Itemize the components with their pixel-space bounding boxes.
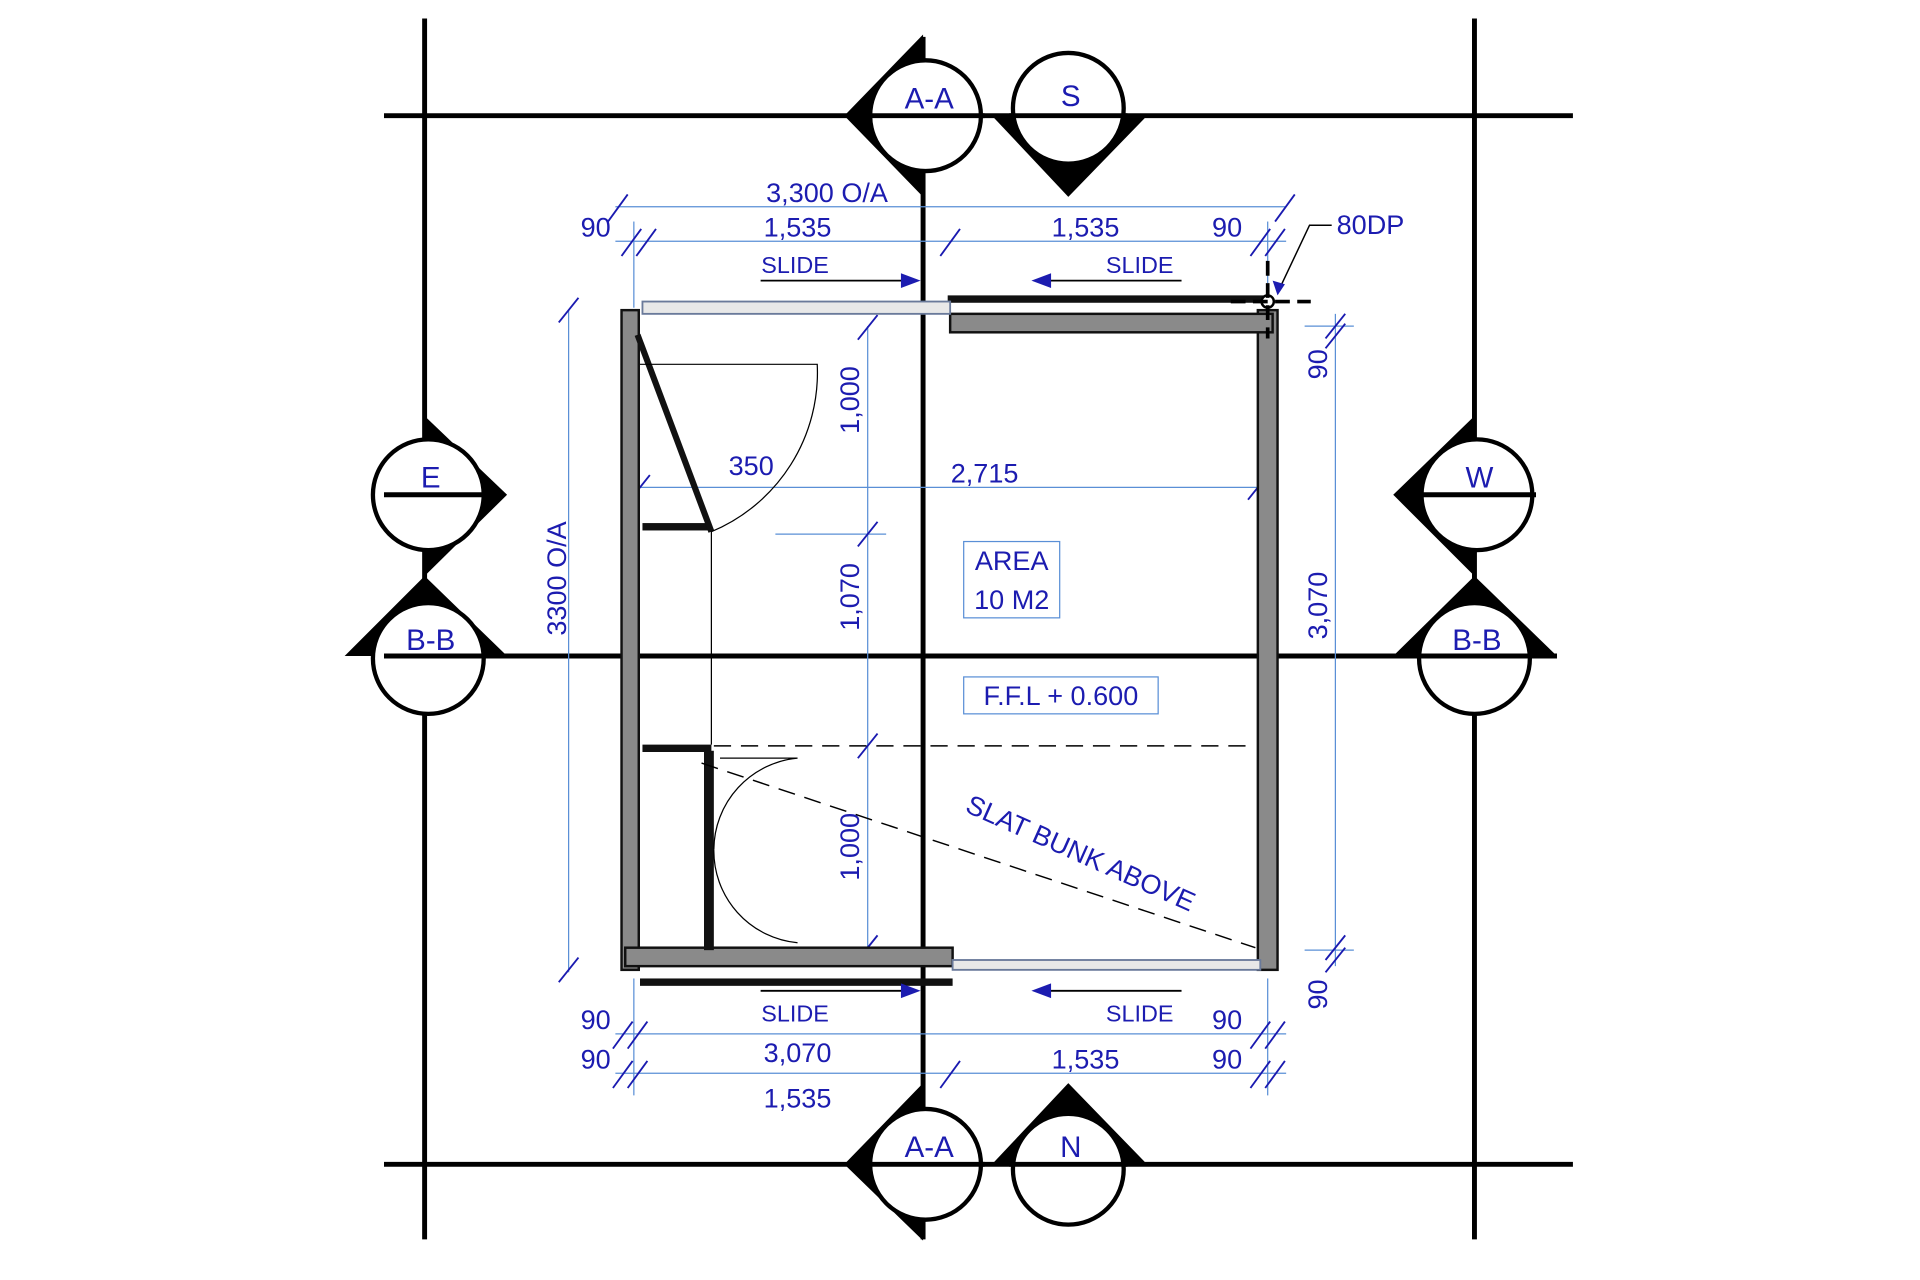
slide-arrows — [760, 273, 1182, 999]
marker-label: A-A — [905, 1131, 955, 1164]
dim-label: 350 — [729, 450, 774, 481]
slide-label: SLIDE — [1106, 252, 1174, 278]
dim-label: 90 — [1212, 1043, 1242, 1074]
dim-label: 1,535 — [764, 1083, 832, 1114]
elevation-marker-e: E — [370, 416, 508, 576]
marker-label: S — [1061, 80, 1081, 113]
dim-label: 1,535 — [764, 211, 832, 242]
marker-label: B-B — [406, 624, 455, 657]
dim-label: 2,715 — [951, 457, 1019, 488]
dim-top-overall: 3,300 O/A — [766, 177, 888, 208]
dim-label: 1,535 — [1052, 1043, 1120, 1074]
dim-label: 1,535 — [1052, 211, 1120, 242]
bunk-label: SLAT BUNK ABOVE — [962, 788, 1200, 917]
marker-label: N — [1060, 1131, 1081, 1164]
dim-label: 3,070 — [1302, 572, 1333, 640]
dim-label: 90 — [1302, 349, 1333, 379]
section-marker-right-b-b: B-B — [1393, 576, 1557, 716]
dim-label: 1,000 — [834, 813, 865, 881]
marker-label: W — [1465, 461, 1493, 494]
walls — [620, 224, 1332, 986]
dim-label: 90 — [1212, 1004, 1242, 1035]
marker-label: B-B — [1452, 624, 1501, 657]
annotations: SLIDE SLIDE SLIDE SLIDE AREA 10 M2 F.F.L… — [761, 252, 1200, 1026]
section-marker-top-a-a: A-A — [844, 34, 985, 197]
slide-label: SLIDE — [761, 252, 829, 278]
section-marker-bottom-a-a: A-A — [844, 1083, 985, 1241]
dimension-lines — [558, 193, 1354, 1096]
dim-label: 90 — [581, 1004, 611, 1035]
area-value: 10 M2 — [974, 584, 1049, 615]
section-marker-left-b-b: B-B — [344, 576, 508, 716]
ffl-label: F.F.L + 0.600 — [984, 680, 1139, 711]
dim-label: 1,000 — [834, 366, 865, 434]
dim-label: 90 — [1212, 211, 1242, 242]
dim-label: 90 — [581, 211, 611, 242]
downpipe-label: 80DP — [1337, 209, 1405, 240]
area-label: AREA — [975, 545, 1049, 576]
dim-left-overall: 3300 O/A — [541, 521, 572, 635]
dim-label: 90 — [1302, 979, 1333, 1009]
dim-label: 1,070 — [834, 563, 865, 631]
marker-label: A-A — [905, 82, 955, 115]
elevation-marker-w: W — [1393, 416, 1536, 576]
dim-label: 90 — [581, 1043, 611, 1074]
slide-label: SLIDE — [761, 1001, 829, 1027]
dimension-labels: 3,300 O/A 90 1,535 1,535 90 80DP 3300 O/… — [541, 177, 1404, 1114]
elevation-marker-n: N — [992, 1083, 1148, 1227]
slide-label: SLIDE — [1106, 1001, 1174, 1027]
elevation-marker-s: S — [992, 50, 1148, 197]
marker-label: E — [421, 461, 441, 494]
dim-label: 3,070 — [764, 1037, 832, 1068]
